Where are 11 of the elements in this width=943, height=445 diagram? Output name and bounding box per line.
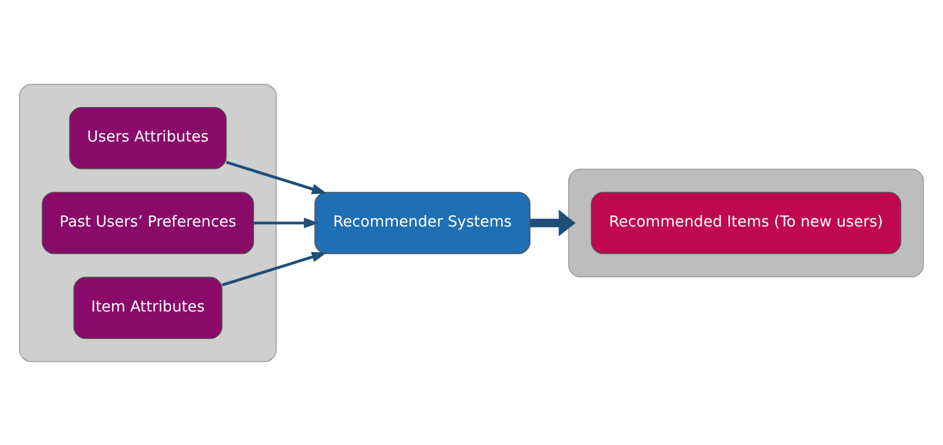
node-box: Past Users’ Preferences	[42, 191, 254, 254]
arrow	[222, 251, 327, 286]
arrow	[530, 209, 576, 236]
node-box: Users Attributes	[69, 106, 227, 169]
arrow	[254, 217, 320, 228]
node-box: Recommender Systems	[314, 191, 530, 254]
cluster	[19, 83, 277, 362]
arrow	[226, 160, 328, 194]
node-box: Item Attributes	[73, 276, 222, 339]
cluster	[568, 168, 924, 277]
node-box: Recommended Items (To new users)	[590, 191, 902, 254]
